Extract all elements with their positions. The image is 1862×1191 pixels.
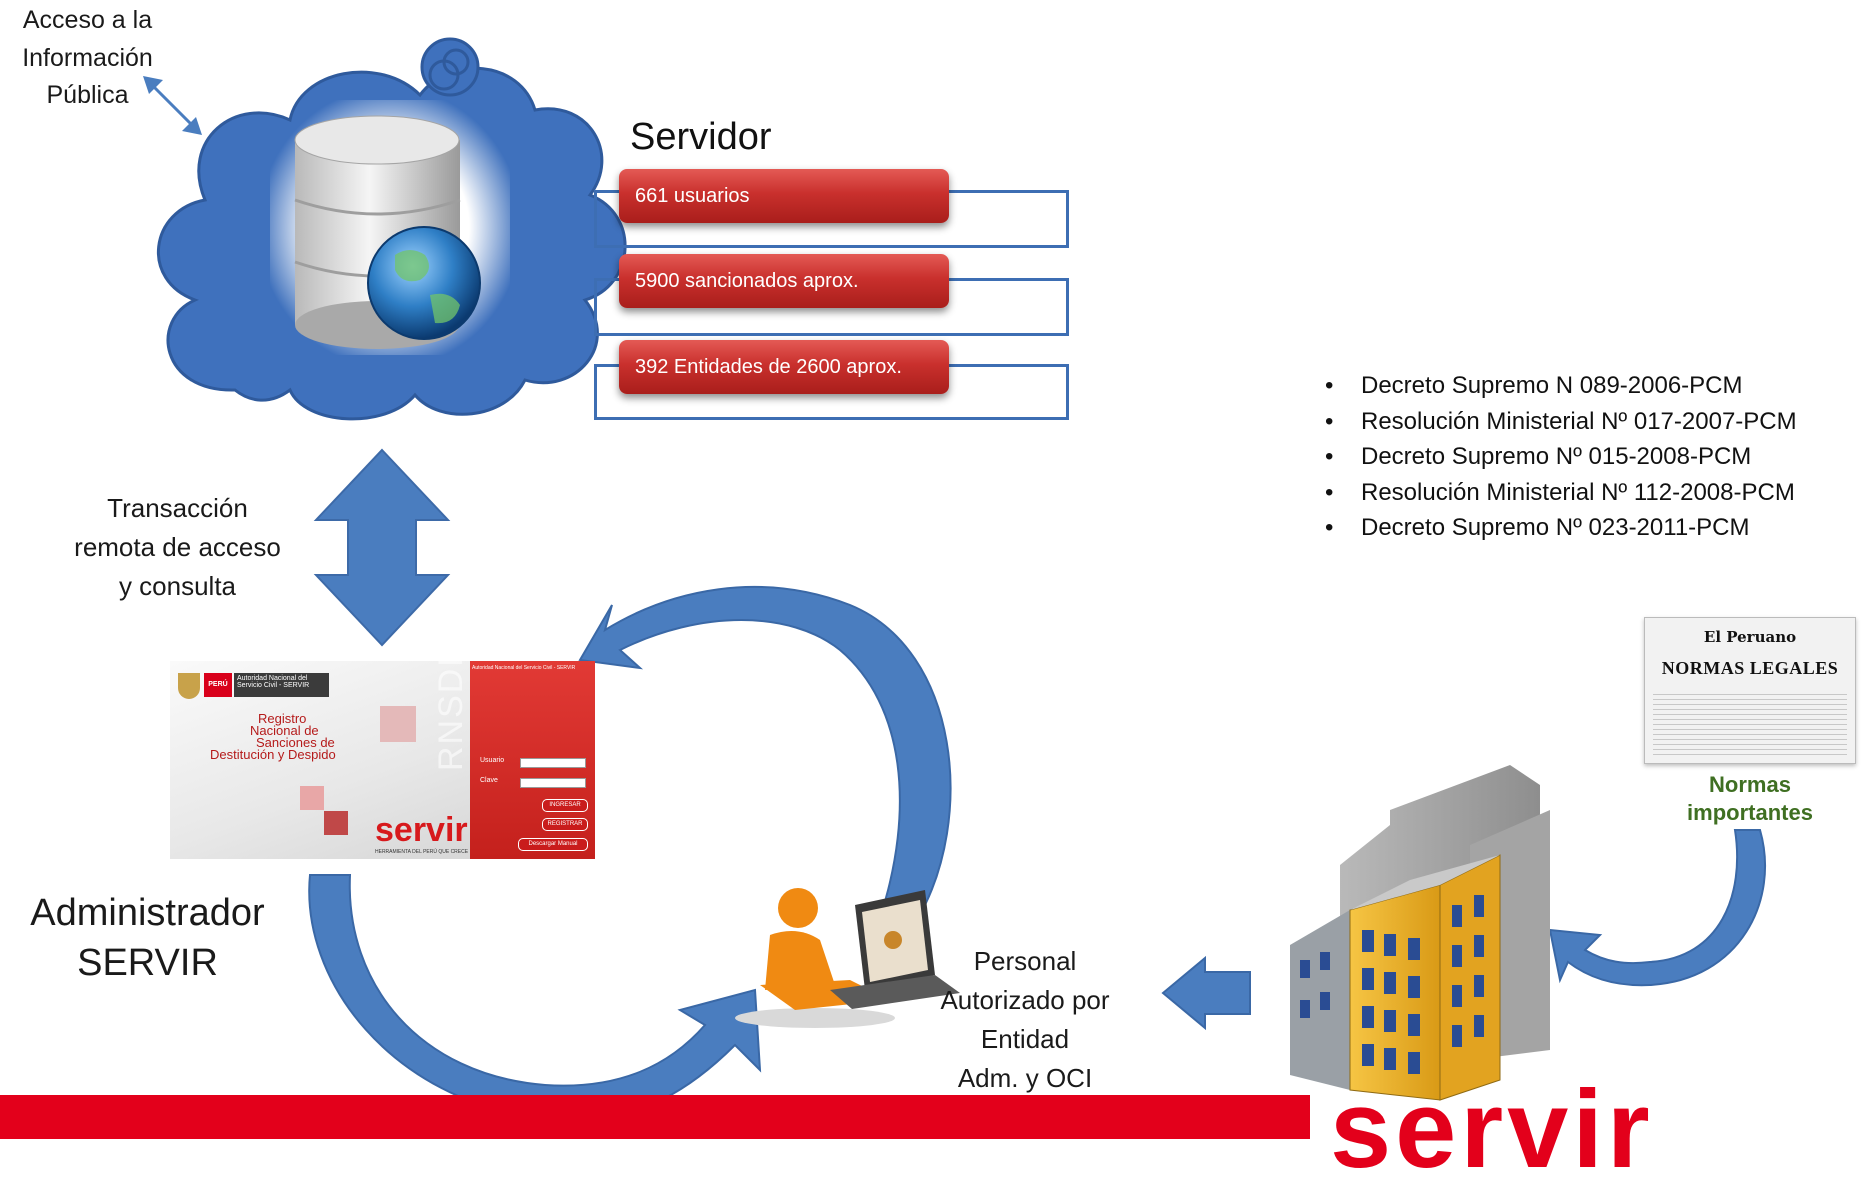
- footer-red-band: [0, 1095, 1310, 1139]
- personal-line-4: Adm. y OCI: [957, 1063, 1093, 1093]
- newspaper-image: El Peruano NORMAS LEGALES: [1644, 617, 1856, 764]
- legal-norm-text: Decreto Supremo Nº 015-2008-PCM: [1361, 443, 1752, 470]
- transaccion-line-2: remota de acceso: [74, 532, 281, 562]
- legal-norm-text: Resolución Ministerial Nº 017-2007-PCM: [1361, 407, 1797, 435]
- legal-norm-text: Resolución Ministerial Nº 112-2008-PCM: [1361, 478, 1795, 506]
- bullet-icon: •: [1325, 443, 1334, 470]
- normas-caption: Normas importantes: [1660, 771, 1840, 827]
- servir-tagline: HERRAMIENTA DEL PERÚ QUE CRECE: [375, 849, 469, 855]
- transaccion-line-1: Transacción: [107, 493, 248, 523]
- administrador-line-1: Administrador: [30, 892, 265, 934]
- acceso-line-1: Acceso a la: [22, 6, 153, 34]
- transaccion-line-3: y consulta: [118, 571, 237, 601]
- administrador-line-2: SERVIR: [77, 942, 218, 984]
- legal-norm-item: • Decreto Supremo Nº 015-2008-PCM: [1325, 439, 1797, 475]
- manual-button[interactable]: Descargar Manual: [518, 838, 588, 851]
- register-title-3: Sanciones de: [256, 735, 335, 750]
- bullet-icon: •: [1325, 407, 1334, 435]
- bullet-icon: •: [1325, 514, 1334, 541]
- administrador-label: Administrador SERVIR: [10, 888, 285, 988]
- personal-line-1: Personal: [973, 946, 1077, 976]
- curved-arrow-normas-icon: [1548, 829, 1766, 987]
- rnsdd-vertical: RNSDD: [432, 661, 470, 771]
- buildings-icon: [1290, 765, 1550, 1101]
- usuario-label: Usuario: [480, 757, 505, 764]
- legal-norms-list: • Decreto Supremo N 089-2006-PCM • Resoluc…: [1325, 368, 1797, 546]
- servir-logo: servir: [375, 811, 468, 849]
- acceso-line-3: Pública: [46, 81, 129, 109]
- personal-label: Personal Autorizado por Entidad Adm. y O…: [915, 942, 1135, 1098]
- ingresar-button[interactable]: INGRESAR: [542, 799, 588, 812]
- legal-norm-item: • Decreto Supremo Nº 023-2011-PCM: [1325, 510, 1797, 546]
- footer-servir-logo: servir: [1330, 1068, 1654, 1191]
- usuario-input[interactable]: [520, 758, 586, 768]
- personal-line-2: Autorizado por: [940, 985, 1110, 1015]
- login-right-panel: Autoridad Nacional del Servicio Civil - …: [470, 661, 595, 859]
- bidirectional-small-arrow-icon: [143, 76, 202, 135]
- entity-line-2: Servicio Civil - SERVIR: [237, 682, 310, 689]
- user-laptop-icon: [735, 888, 960, 1028]
- newspaper-text-lines: [1653, 690, 1847, 755]
- legal-norm-text: Decreto Supremo N 089-2006-PCM: [1361, 372, 1743, 399]
- legal-norm-text: Decreto Supremo Nº 023-2011-PCM: [1361, 514, 1750, 541]
- login-screenshot: PERÚ Autoridad Nacional del Servicio Civ…: [170, 661, 595, 859]
- newspaper-section: NORMAS LEGALES: [1661, 658, 1839, 678]
- register-title: Registro Nacional de Sanciones de Destit…: [210, 711, 336, 762]
- register-title-2: Nacional de: [250, 723, 319, 738]
- peru-shield-icon: [178, 673, 200, 699]
- bullet-icon: •: [1325, 372, 1334, 399]
- pixel-block: [300, 786, 324, 810]
- globe-icon: [367, 226, 481, 340]
- curved-arrow-up-icon: [578, 585, 952, 919]
- personal-line-3: Entidad: [980, 1024, 1070, 1054]
- left-arrow-icon: [1161, 955, 1251, 1031]
- peru-badge: PERÚ: [204, 673, 232, 697]
- double-arrow-icon: [313, 448, 451, 647]
- newspaper-masthead: El Peruano: [1703, 628, 1797, 646]
- legal-norm-item: • Decreto Supremo N 089-2006-PCM: [1325, 368, 1797, 404]
- login-left-panel: PERÚ Autoridad Nacional del Servicio Civ…: [170, 661, 470, 859]
- transaccion-label: Transacción remota de acceso y consulta: [55, 489, 300, 606]
- registrar-button[interactable]: REGISTRAR: [542, 818, 588, 831]
- register-title-4: Destitución y Despido: [210, 747, 336, 762]
- normas-caption-2: importantes: [1687, 800, 1813, 825]
- pixel-block: [324, 811, 348, 835]
- register-title-1: Registro: [258, 711, 307, 726]
- diagram-graphics: [143, 37, 1766, 1123]
- clave-label: Clave: [480, 777, 498, 784]
- pixel-block: [380, 706, 416, 742]
- legal-norm-item: • Resolución Ministerial Nº 112-2008-PCM: [1325, 475, 1797, 511]
- entity-line-1: Autoridad Nacional del: [237, 675, 308, 682]
- legal-norm-item: • Resolución Ministerial Nº 017-2007-PCM: [1325, 404, 1797, 440]
- clave-input[interactable]: [520, 778, 586, 788]
- acceso-line-2: Información: [22, 43, 153, 72]
- stat-entidades: 392 Entidades de 2600 aprox.: [619, 340, 949, 394]
- normas-caption-1: Normas: [1709, 772, 1791, 797]
- bullet-icon: •: [1325, 478, 1334, 506]
- curved-arrow-down-icon: [308, 874, 762, 1123]
- servidor-title: Servidor: [630, 116, 772, 158]
- entity-badge: Autoridad Nacional del Servicio Civil - …: [234, 673, 329, 697]
- login-header: Autoridad Nacional del Servicio Civil - …: [472, 665, 576, 671]
- stat-usuarios: 661 usuarios: [619, 169, 949, 223]
- acceso-info-label: Acceso a la Información Pública: [0, 2, 175, 115]
- stat-sancionados: 5900 sancionados aprox.: [619, 254, 949, 308]
